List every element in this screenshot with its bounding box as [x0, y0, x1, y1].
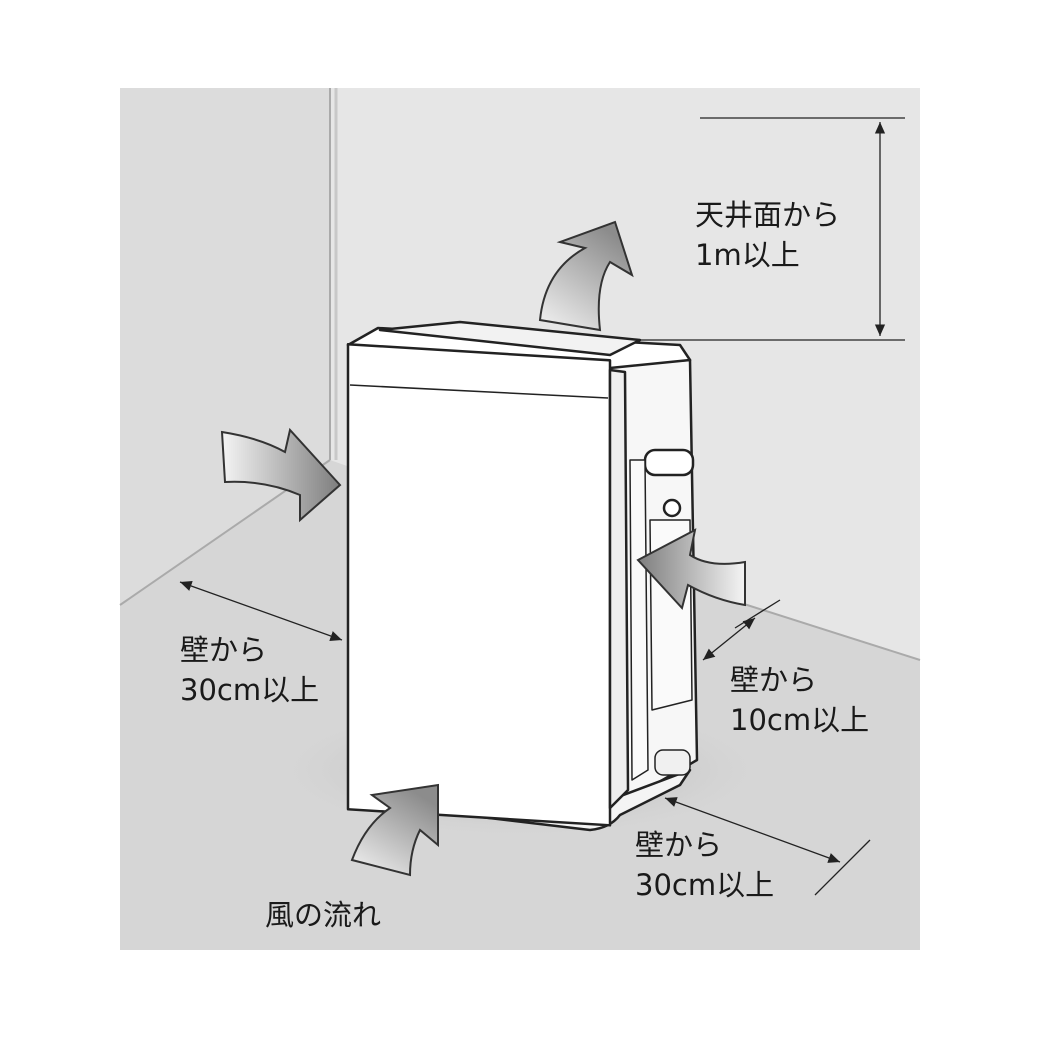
- airflow-in-left-arrow: [220, 427, 342, 523]
- dimension-lines: [179, 117, 905, 896]
- right-clearance-value: 10cm以上: [730, 703, 869, 737]
- airflow-in-right-arrow: [636, 528, 746, 611]
- airflow-label: 風の流れ: [265, 898, 381, 932]
- back-clearance-value: 30cm以上: [635, 868, 774, 902]
- airflow-in-bottom-arrow: [350, 783, 439, 877]
- airflow-out-arrow: [538, 220, 634, 332]
- ceiling-clearance-value: 1m以上: [695, 238, 800, 272]
- right-clearance-label: 壁から: [730, 663, 817, 697]
- back-clearance-label: 壁から: [635, 828, 722, 862]
- left-clearance-value: 30cm以上: [180, 673, 319, 707]
- ceiling-clearance-label: 天井面から: [695, 198, 840, 232]
- left-clearance-label: 壁から: [180, 633, 267, 667]
- air-purifier: [346, 320, 699, 832]
